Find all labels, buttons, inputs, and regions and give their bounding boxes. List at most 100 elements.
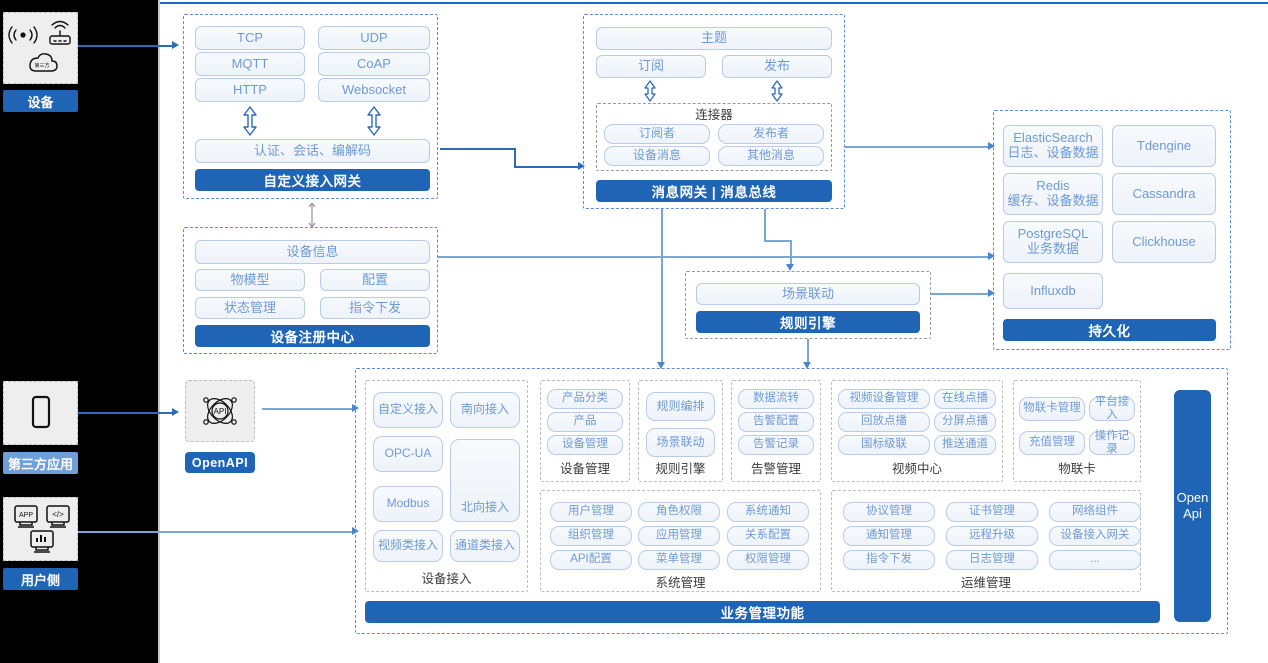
protocol-tcp[interactable]: TCP [195,26,305,50]
persistence-redis[interactable]: Redis 缓存、设备数据 [1003,173,1103,215]
access-northbound[interactable]: 北向接入 [450,439,520,522]
sys-menu-mgmt-label: 菜单管理 [656,553,702,566]
sys-org-mgmt-label: 组织管理 [568,529,614,542]
rulemgmt-scene[interactable]: 场景联动 [646,428,715,457]
access-northbound-label: 北向接入 [460,500,509,515]
iotcard-recharge-label: 充值管理 [1029,436,1075,449]
video-gb-cascade[interactable]: 国标级联 [838,435,930,455]
ops-network-component[interactable]: 网络组件 [1049,502,1141,522]
ops-log-mgmt[interactable]: 日志管理 [946,550,1038,570]
video-playback[interactable]: 回放点播 [838,412,930,432]
ops-notify-mgmt[interactable]: 通知管理 [843,526,935,546]
message-topic[interactable]: 主题 [596,27,832,50]
sys-user-mgmt[interactable]: 用户管理 [550,502,632,522]
access-video[interactable]: 视频类接入 [373,530,443,562]
video-online-play-label: 在线点播 [942,392,988,405]
gateway-bar[interactable]: 自定义接入网关 [195,169,430,191]
video-split-screen[interactable]: 分屏点播 [934,412,996,432]
devmgmt-device[interactable]: 设备管理 [547,435,623,455]
iotcard-recharge[interactable]: 充值管理 [1019,431,1085,455]
alarm-config[interactable]: 告警配置 [738,412,814,432]
iot-card-group [1013,380,1141,482]
message-subscribe[interactable]: 订阅 [596,55,706,78]
protocol-websocket[interactable]: Websocket [318,78,430,102]
connector-group-title: 连接器 [596,104,832,122]
message-gateway-group [583,14,845,209]
persistence-bar[interactable]: 持久化 [1003,319,1216,341]
connector-subscriber[interactable]: 订阅者 [604,124,710,144]
persistence-influxdb[interactable]: Influxdb [1003,273,1103,309]
persistence-tdengine[interactable]: Tdengine [1112,125,1216,167]
business-bar[interactable]: 业务管理功能 [365,601,1160,623]
ops-device-gateway[interactable]: 设备接入网关 [1049,526,1141,546]
business-bar-label: 业务管理功能 [720,606,805,621]
sys-menu-mgmt[interactable]: 菜单管理 [638,550,720,570]
access-southbound[interactable]: 南向接入 [450,392,520,428]
protocol-mqtt[interactable]: MQTT [195,52,305,76]
sys-relation-config[interactable]: 关系配置 [727,526,809,546]
sys-role-perm[interactable]: 角色权限 [638,502,720,522]
access-custom[interactable]: 自定义接入 [373,392,443,428]
sys-app-mgmt[interactable]: 应用管理 [638,526,720,546]
arrow-rule-to-persistence [988,289,995,297]
message-publish[interactable]: 发布 [722,55,832,78]
sys-org-mgmt[interactable]: 组织管理 [550,526,632,546]
video-device-mgmt[interactable]: 视频设备管理 [838,389,930,409]
alarm-data-flow[interactable]: 数据流转 [738,389,814,409]
access-modbus[interactable]: Modbus [373,486,443,522]
access-opcua[interactable]: OPC-UA [373,436,443,472]
ops-protocol-mgmt[interactable]: 协议管理 [843,502,935,522]
protocol-udp[interactable]: UDP [318,26,430,50]
connector-publisher[interactable]: 发布者 [718,124,824,144]
access-custom-label: 自定义接入 [377,402,438,417]
ops-command-dispatch[interactable]: 指令下发 [843,550,935,570]
message-topic-label: 主题 [700,30,727,46]
ops-more[interactable]: ... [1049,550,1141,570]
iotcard-mgmt[interactable]: 物联卡管理 [1019,397,1085,421]
devmgmt-product[interactable]: 产品 [547,412,623,432]
gateway-middle-box[interactable]: 认证、会话、编解码 [195,139,430,163]
persistence-postgresql[interactable]: PostgreSQL 业务数据 [1003,221,1103,263]
registry-config[interactable]: 配置 [320,269,430,291]
sys-notification[interactable]: 系统通知 [727,502,809,522]
iotcard-mgmt-label: 物联卡管理 [1023,402,1081,415]
registry-command-dispatch[interactable]: 指令下发 [320,297,430,319]
rule-scene-linkage[interactable]: 场景联动 [696,283,920,305]
video-playback-label: 回放点播 [861,415,907,428]
sys-api-config[interactable]: API配置 [550,550,632,570]
registry-state-mgmt[interactable]: 状态管理 [195,297,305,319]
iotcard-platform-access[interactable]: 平台接入 [1089,396,1135,421]
persistence-bar-label: 持久化 [1088,324,1131,339]
rulemgmt-orchestration[interactable]: 规则编排 [646,392,715,421]
connector-rule-to-persistence [931,293,991,295]
rule-engine-bar[interactable]: 规则引擎 [696,311,920,333]
registry-device-info[interactable]: 设备信息 [195,240,430,264]
connector-other-message[interactable]: 其他消息 [718,146,824,166]
canvas-top-rule [160,2,1268,4]
video-push-channel[interactable]: 推送通道 [934,435,996,455]
video-online-play[interactable]: 在线点播 [934,389,996,409]
protocol-http[interactable]: HTTP [195,78,305,102]
userside-icons-group: APP </> [13,505,70,553]
alarm-config-label: 告警配置 [753,415,799,428]
sys-perm-mgmt[interactable]: 权限管理 [727,550,809,570]
persistence-cassandra[interactable]: Cassandra [1112,173,1216,215]
protocol-coap[interactable]: CoAP [318,52,430,76]
connector-device-message[interactable]: 设备消息 [604,146,710,166]
ops-remote-upgrade[interactable]: 远程升级 [946,526,1038,546]
access-channel[interactable]: 通道类接入 [450,530,520,562]
arrow-device-to-gateway [172,41,179,49]
devmgmt-product-category[interactable]: 产品分类 [547,389,623,409]
persistence-elasticsearch[interactable]: ElasticSearch 日志、设备数据 [1003,125,1103,167]
openapi-icon-box: API [185,380,255,442]
openapi-label[interactable]: OpenAPI [185,452,255,473]
persistence-clickhouse[interactable]: Clickhouse [1112,221,1216,263]
registry-thing-model[interactable]: 物模型 [195,269,305,291]
ops-notify-mgmt-label: 通知管理 [866,529,912,542]
iotcard-operation-log[interactable]: 操作记录 [1089,430,1135,455]
openapi-vertical-bar[interactable]: Open Api [1174,390,1211,622]
alarm-records[interactable]: 告警记录 [738,435,814,455]
message-bus-bar[interactable]: 消息网关 | 消息总线 [596,180,832,202]
ops-cert-mgmt[interactable]: 证书管理 [946,502,1038,522]
registry-bar[interactable]: 设备注册中心 [195,325,430,347]
